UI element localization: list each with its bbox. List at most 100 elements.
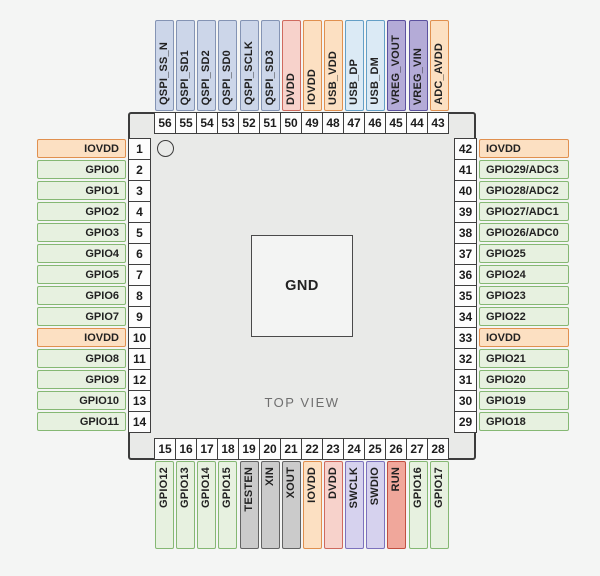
pin-label-text: GPIO6 (85, 289, 119, 302)
pin-label-gpio25: GPIO25 (479, 244, 569, 263)
pin-label-text: DVDD (327, 467, 340, 499)
pin-slot-20: XIN (260, 461, 281, 549)
pin-label-text: IOVDD (486, 331, 521, 344)
ground-pad-label: GND (285, 278, 319, 294)
pin-slot-17: GPIO14 (196, 461, 217, 549)
pin-slot-50: DVDD (281, 20, 302, 111)
pin-label-swdio: SWDIO (366, 461, 386, 549)
pin-number-22: 22 (301, 438, 323, 460)
pin-label-usb-dp: USB_DP (345, 20, 365, 111)
pin-label-text: USB_VDD (327, 51, 340, 105)
pin-slot-24: SWCLK (344, 461, 365, 549)
pin-number-53: 53 (217, 112, 239, 134)
pin-label-text: GPIO11 (79, 415, 119, 428)
pin-label-usb-vdd: USB_VDD (324, 20, 344, 111)
pin-label-gpio27-adc1: GPIO27/ADC1 (479, 202, 569, 221)
pin-label-text: GPIO27/ADC1 (486, 205, 559, 218)
pin-number-41: 41 (454, 159, 477, 181)
pin-label-text: SWDIO (369, 467, 382, 506)
pin-label-text: GPIO22 (486, 310, 526, 323)
pin-number-29: 29 (454, 411, 477, 433)
pin-label-text: GPIO23 (486, 289, 526, 302)
pin-label-text: QSPI_SD3 (263, 49, 276, 105)
pin-label-text: IOVDD (84, 142, 119, 155)
pin-number-50: 50 (280, 112, 302, 134)
pin-slot-53: QSPI_SD0 (217, 20, 238, 111)
pin-number-23: 23 (322, 438, 344, 460)
pin-label-text: GPIO7 (85, 310, 119, 323)
pin-number-10: 10 (128, 327, 151, 349)
pin-label-gpio0: GPIO0 (37, 160, 126, 179)
pin-label-text: USB_DM (369, 57, 382, 105)
pin-label-text: GPIO3 (85, 226, 119, 239)
pin-label-text: IOVDD (84, 331, 119, 344)
pin-number-30: 30 (454, 390, 477, 412)
pin-number-32: 32 (454, 348, 477, 370)
pin-label-text: QSPI_SD2 (200, 49, 213, 105)
pin-number-21: 21 (280, 438, 302, 460)
pin-label-swclk: SWCLK (345, 461, 365, 549)
pin-label-text: IOVDD (486, 142, 521, 155)
pin-label-text: GPIO18 (486, 415, 526, 428)
pin-slot-16: GPIO13 (175, 461, 196, 549)
pin-label-gpio23: GPIO23 (479, 286, 569, 305)
pin-label-iovdd: IOVDD (479, 139, 569, 158)
pin-label-text: GPIO8 (85, 352, 119, 365)
pin-label-gpio29-adc3: GPIO29/ADC3 (479, 160, 569, 179)
pin-label-text: ADC_AVDD (432, 43, 445, 105)
pin-slot-51: QSPI_SD3 (260, 20, 281, 111)
pin-label-text: GPIO29/ADC3 (486, 163, 559, 176)
pin-label-iovdd: IOVDD (302, 461, 322, 549)
pin-label-text: IOVDD (305, 467, 318, 503)
pin-label-gpio18: GPIO18 (479, 412, 569, 431)
pin-label-text: GPIO24 (486, 268, 526, 281)
pin-slot-54: QSPI_SD2 (196, 20, 217, 111)
pin-number-7: 7 (128, 264, 151, 286)
pin-label-qspi-sclk: QSPI_SCLK (239, 20, 259, 111)
pin-label-qspi-sd2: QSPI_SD2 (197, 20, 217, 111)
pin-labels-top: QSPI_SS_N QSPI_SD1 QSPI_SD2 QSPI_SD0 QSPI_SC… (154, 20, 450, 111)
pin-number-34: 34 (454, 306, 477, 328)
pin-number-4: 4 (128, 201, 151, 223)
pin-label-iovdd: IOVDD (302, 20, 322, 111)
pin-label-gpio1: GPIO1 (37, 181, 126, 200)
pin-slot-27: GPIO16 (408, 461, 429, 549)
pin-label-gpio17: GPIO17 (429, 461, 449, 549)
pin-number-28: 28 (427, 438, 449, 460)
pin-number-31: 31 (454, 369, 477, 391)
pin-label-text: SWCLK (348, 467, 361, 509)
pin-slot-25: SWDIO (365, 461, 386, 549)
pin-number-17: 17 (196, 438, 218, 460)
pin-label-vreg-vout: VREG_VOUT (387, 20, 407, 111)
pin-label-vreg-vin: VREG_VIN (408, 20, 428, 111)
pin-label-text: GPIO15 (221, 467, 234, 508)
pin-number-20: 20 (259, 438, 281, 460)
pin-label-text: GPIO21 (486, 352, 526, 365)
pin-label-gpio10: GPIO10 (37, 391, 126, 410)
pin-label-text: VREG_VOUT (390, 35, 403, 105)
pin-label-gpio2: GPIO2 (37, 202, 126, 221)
pin-slot-43: ADC_AVDD (429, 20, 450, 111)
pin-slot-22: IOVDD (302, 461, 323, 549)
pin-label-gpio14: GPIO14 (197, 461, 217, 549)
pin-label-gpio5: GPIO5 (37, 265, 126, 284)
pin-slot-19: TESTEN (239, 461, 260, 549)
pin-label-gpio3: GPIO3 (37, 223, 126, 242)
pin-number-2: 2 (128, 159, 151, 181)
pin-label-text: QSPI_SCLK (242, 40, 255, 105)
pin-slot-21: XOUT (281, 461, 302, 549)
pin-number-40: 40 (454, 180, 477, 202)
pin-number-44: 44 (406, 112, 428, 134)
pin-label-text: QSPI_SS_N (158, 42, 171, 105)
pin-number-6: 6 (128, 243, 151, 265)
pin-label-qspi-sd1: QSPI_SD1 (176, 20, 196, 111)
pin-number-48: 48 (322, 112, 344, 134)
pin-label-text: GPIO28/ADC2 (486, 184, 559, 197)
pin-slot-48: USB_VDD (323, 20, 344, 111)
pin-label-gpio12: GPIO12 (155, 461, 175, 549)
pin-number-52: 52 (238, 112, 260, 134)
pin-number-43: 43 (427, 112, 449, 134)
